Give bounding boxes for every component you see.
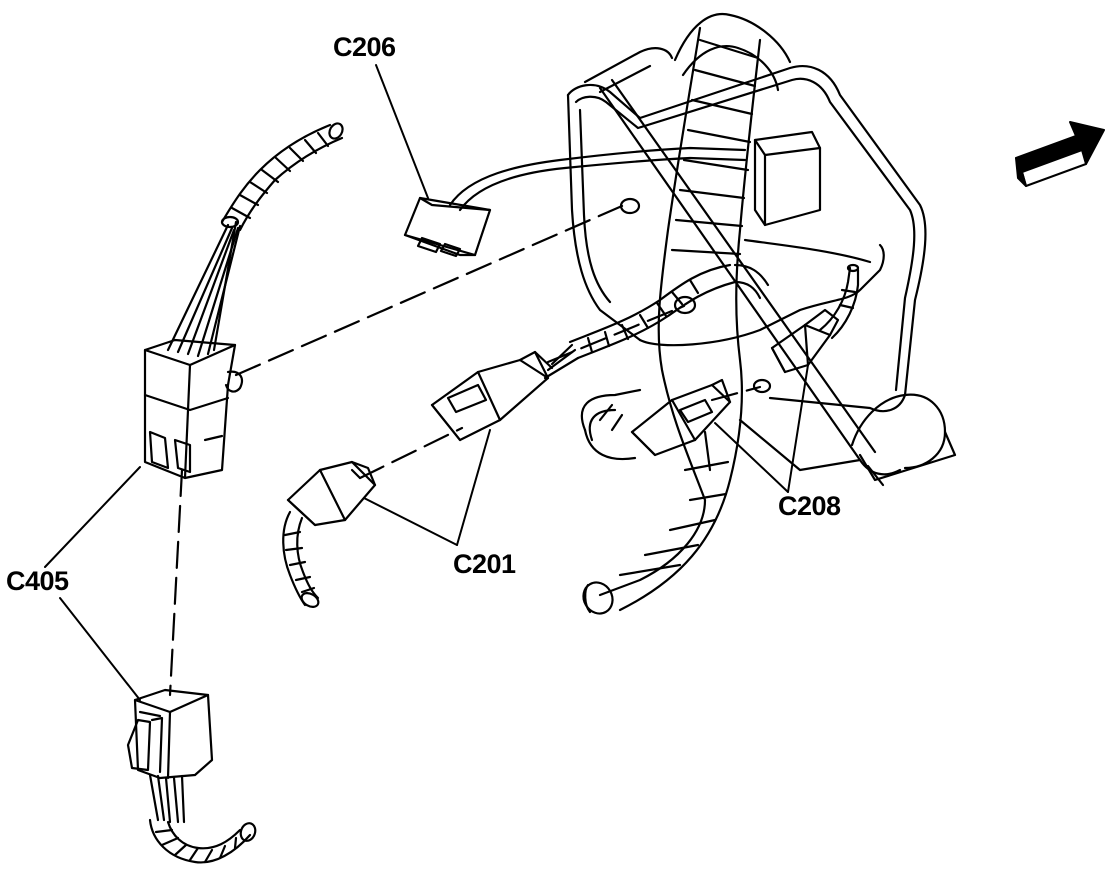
- callout-leader-lines: [44, 64, 809, 701]
- steering-column-tube: [582, 26, 762, 615]
- c208-connector-left: [630, 378, 732, 457]
- c405-connector-upper: [143, 122, 344, 480]
- c206-label: C206: [333, 32, 396, 62]
- column-wire-loop: [580, 263, 860, 461]
- c405-label: C405: [6, 566, 69, 596]
- c405-connector-lower: [126, 688, 257, 864]
- c201-connector-upper: [430, 263, 770, 442]
- c208-label: C208: [778, 491, 841, 521]
- steering-column-bracket: [566, 13, 957, 487]
- c208-connector-right: [770, 308, 840, 374]
- c201-label: C201: [453, 549, 516, 579]
- alignment-lines: [168, 204, 762, 697]
- c201-connector-lower: [282, 460, 377, 608]
- c206-connector: [403, 146, 747, 258]
- front-direction-arrow-icon: [1015, 121, 1105, 187]
